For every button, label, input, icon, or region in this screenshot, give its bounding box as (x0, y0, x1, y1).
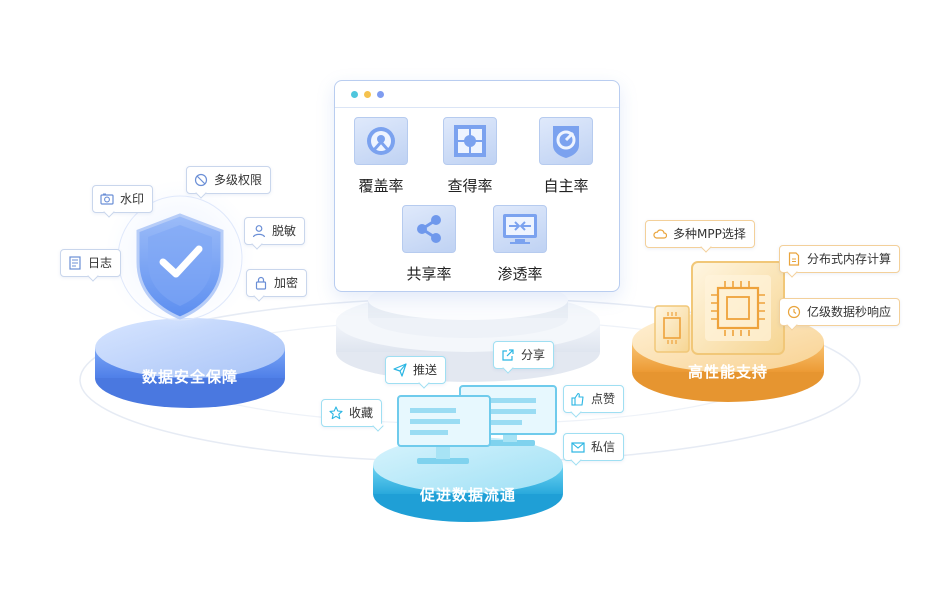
tag-label: 亿级数据秒响应 (807, 305, 892, 319)
tag-share: 分享 (493, 341, 555, 374)
prohibit-icon (193, 172, 209, 188)
tag-multilevel-permission: 多级权限 (186, 166, 272, 199)
document-icon (786, 251, 802, 267)
tag-label: 推送 (413, 363, 438, 377)
user-icon (251, 223, 267, 239)
metric-label: 自主率 (543, 177, 589, 195)
send-icon (392, 362, 408, 378)
metric-autonomy: 自主率 (526, 117, 606, 196)
tag-label: 分享 (521, 348, 546, 362)
security-platform-label: 数据安全保障 (141, 368, 238, 386)
metric-sharing: 共享率 (389, 205, 469, 284)
tag-watermark: 水印 (92, 185, 154, 218)
tag-favorite: 收藏 (321, 399, 384, 432)
tag-label: 私信 (591, 440, 616, 454)
cloud-icon (652, 226, 668, 242)
window-dot-blue (377, 91, 384, 98)
tag-private-message: 私信 (563, 433, 625, 466)
metric-label: 共享率 (406, 265, 452, 283)
log-icon (67, 255, 83, 271)
performance-platform-label: 高性能支持 (687, 363, 768, 381)
metric-label: 覆盖率 (358, 177, 404, 195)
tag-label: 脱敏 (272, 224, 297, 238)
tag-label: 多级权限 (214, 173, 263, 187)
metric-label: 查得率 (447, 177, 493, 195)
tag-push: 推送 (385, 356, 447, 389)
mail-icon (570, 439, 586, 455)
tag-label: 日志 (88, 256, 113, 270)
autonomy-icon (539, 117, 593, 165)
share-out-icon (500, 347, 516, 363)
metric-label: 渗透率 (497, 265, 543, 283)
clock-icon (786, 304, 802, 320)
metrics-window: 覆盖率 查得率 自主率 共享率 渗透率 (334, 80, 620, 292)
window-title-divider (335, 107, 619, 108)
tag-label: 收藏 (349, 406, 374, 420)
metric-hit-rate: 查得率 (430, 117, 510, 196)
tag-log: 日志 (60, 249, 122, 282)
monitor-front-icon (397, 395, 491, 464)
tag-label: 点赞 (591, 392, 616, 406)
metric-coverage: 覆盖率 (341, 117, 421, 196)
tag-label: 水印 (120, 192, 145, 206)
cpu-chip-icon (691, 261, 785, 355)
window-dot-yellow (364, 91, 371, 98)
share-icon (402, 205, 456, 253)
metric-penetration: 渗透率 (480, 205, 560, 284)
tag-label: 多种MPP选择 (673, 227, 746, 241)
window-dot-cyan (351, 91, 358, 98)
lock-icon (253, 275, 269, 291)
penetration-icon (493, 205, 547, 253)
shield-icon (136, 213, 224, 320)
coverage-icon (354, 117, 408, 165)
tag-encrypt: 加密 (246, 269, 308, 302)
star-icon (328, 405, 344, 421)
tag-second-response: 亿级数据秒响应 (779, 298, 901, 331)
tag-desensitize: 脱敏 (244, 217, 306, 250)
flow-platform (373, 437, 563, 522)
tag-distributed-memory: 分布式内存计算 (779, 245, 901, 278)
thumbs-up-icon (570, 391, 586, 407)
small-chip-icon (654, 305, 690, 353)
hit-rate-icon (443, 117, 497, 165)
tag-like: 点赞 (563, 385, 625, 418)
watermark-icon (99, 191, 115, 207)
tag-mpp: 多种MPP选择 (645, 220, 755, 253)
flow-platform-label: 促进数据流通 (419, 486, 516, 504)
tag-label: 加密 (274, 276, 299, 290)
window-dots (351, 91, 384, 98)
tag-label: 分布式内存计算 (807, 252, 892, 266)
center-pedestal (336, 280, 600, 382)
